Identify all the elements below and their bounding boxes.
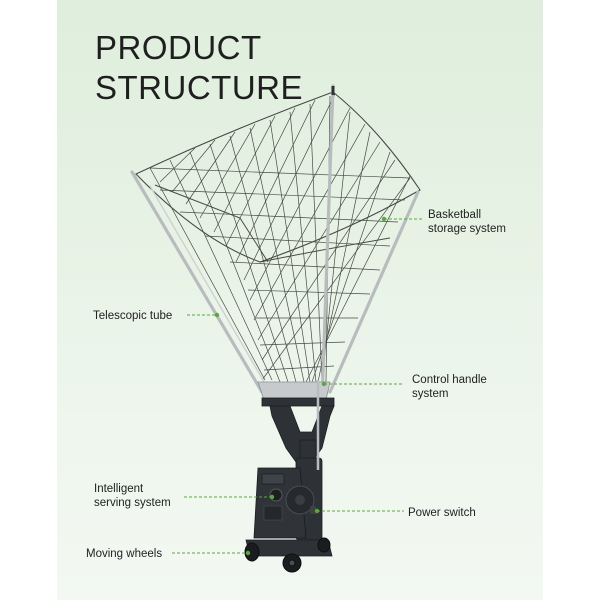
callout-control-handle-line2: system: [412, 388, 449, 400]
callout-basketball-storage-line2: storage system: [428, 223, 506, 235]
storage-net: [135, 91, 421, 383]
callout-telescopic-tube: Telescopic tube: [93, 309, 172, 323]
callout-intelligent-serving: Intelligent serving system: [94, 482, 171, 510]
callout-moving-wheels: Moving wheels: [86, 547, 162, 561]
moving-wheels: [244, 537, 331, 573]
callout-control-handle: Control handle system: [412, 373, 487, 401]
callout-basketball-storage-line1: Basketball: [428, 209, 482, 221]
callout-intelligent-serving-line1: Intelligent: [94, 483, 144, 495]
callout-control-handle-line1: Control handle: [412, 374, 487, 386]
callout-basketball-storage: Basketball storage system: [428, 208, 506, 236]
title-line-2: STRUCTURE: [95, 69, 303, 106]
callout-intelligent-serving-line2: serving system: [94, 497, 171, 509]
callout-lines: [172, 218, 422, 554]
callout-telescopic-tube-line1: Telescopic tube: [93, 310, 173, 322]
callout-moving-wheels-line1: Moving wheels: [86, 548, 163, 560]
telescopic-tubes: [130, 84, 420, 404]
title-line-1: PRODUCT: [95, 29, 262, 66]
callout-power-switch: Power switch: [408, 506, 476, 520]
page-title: PRODUCT STRUCTURE: [95, 28, 303, 108]
serving-unit: [253, 467, 316, 539]
callout-power-switch-line1: Power switch: [408, 507, 476, 519]
callout-dots: [214, 216, 387, 556]
